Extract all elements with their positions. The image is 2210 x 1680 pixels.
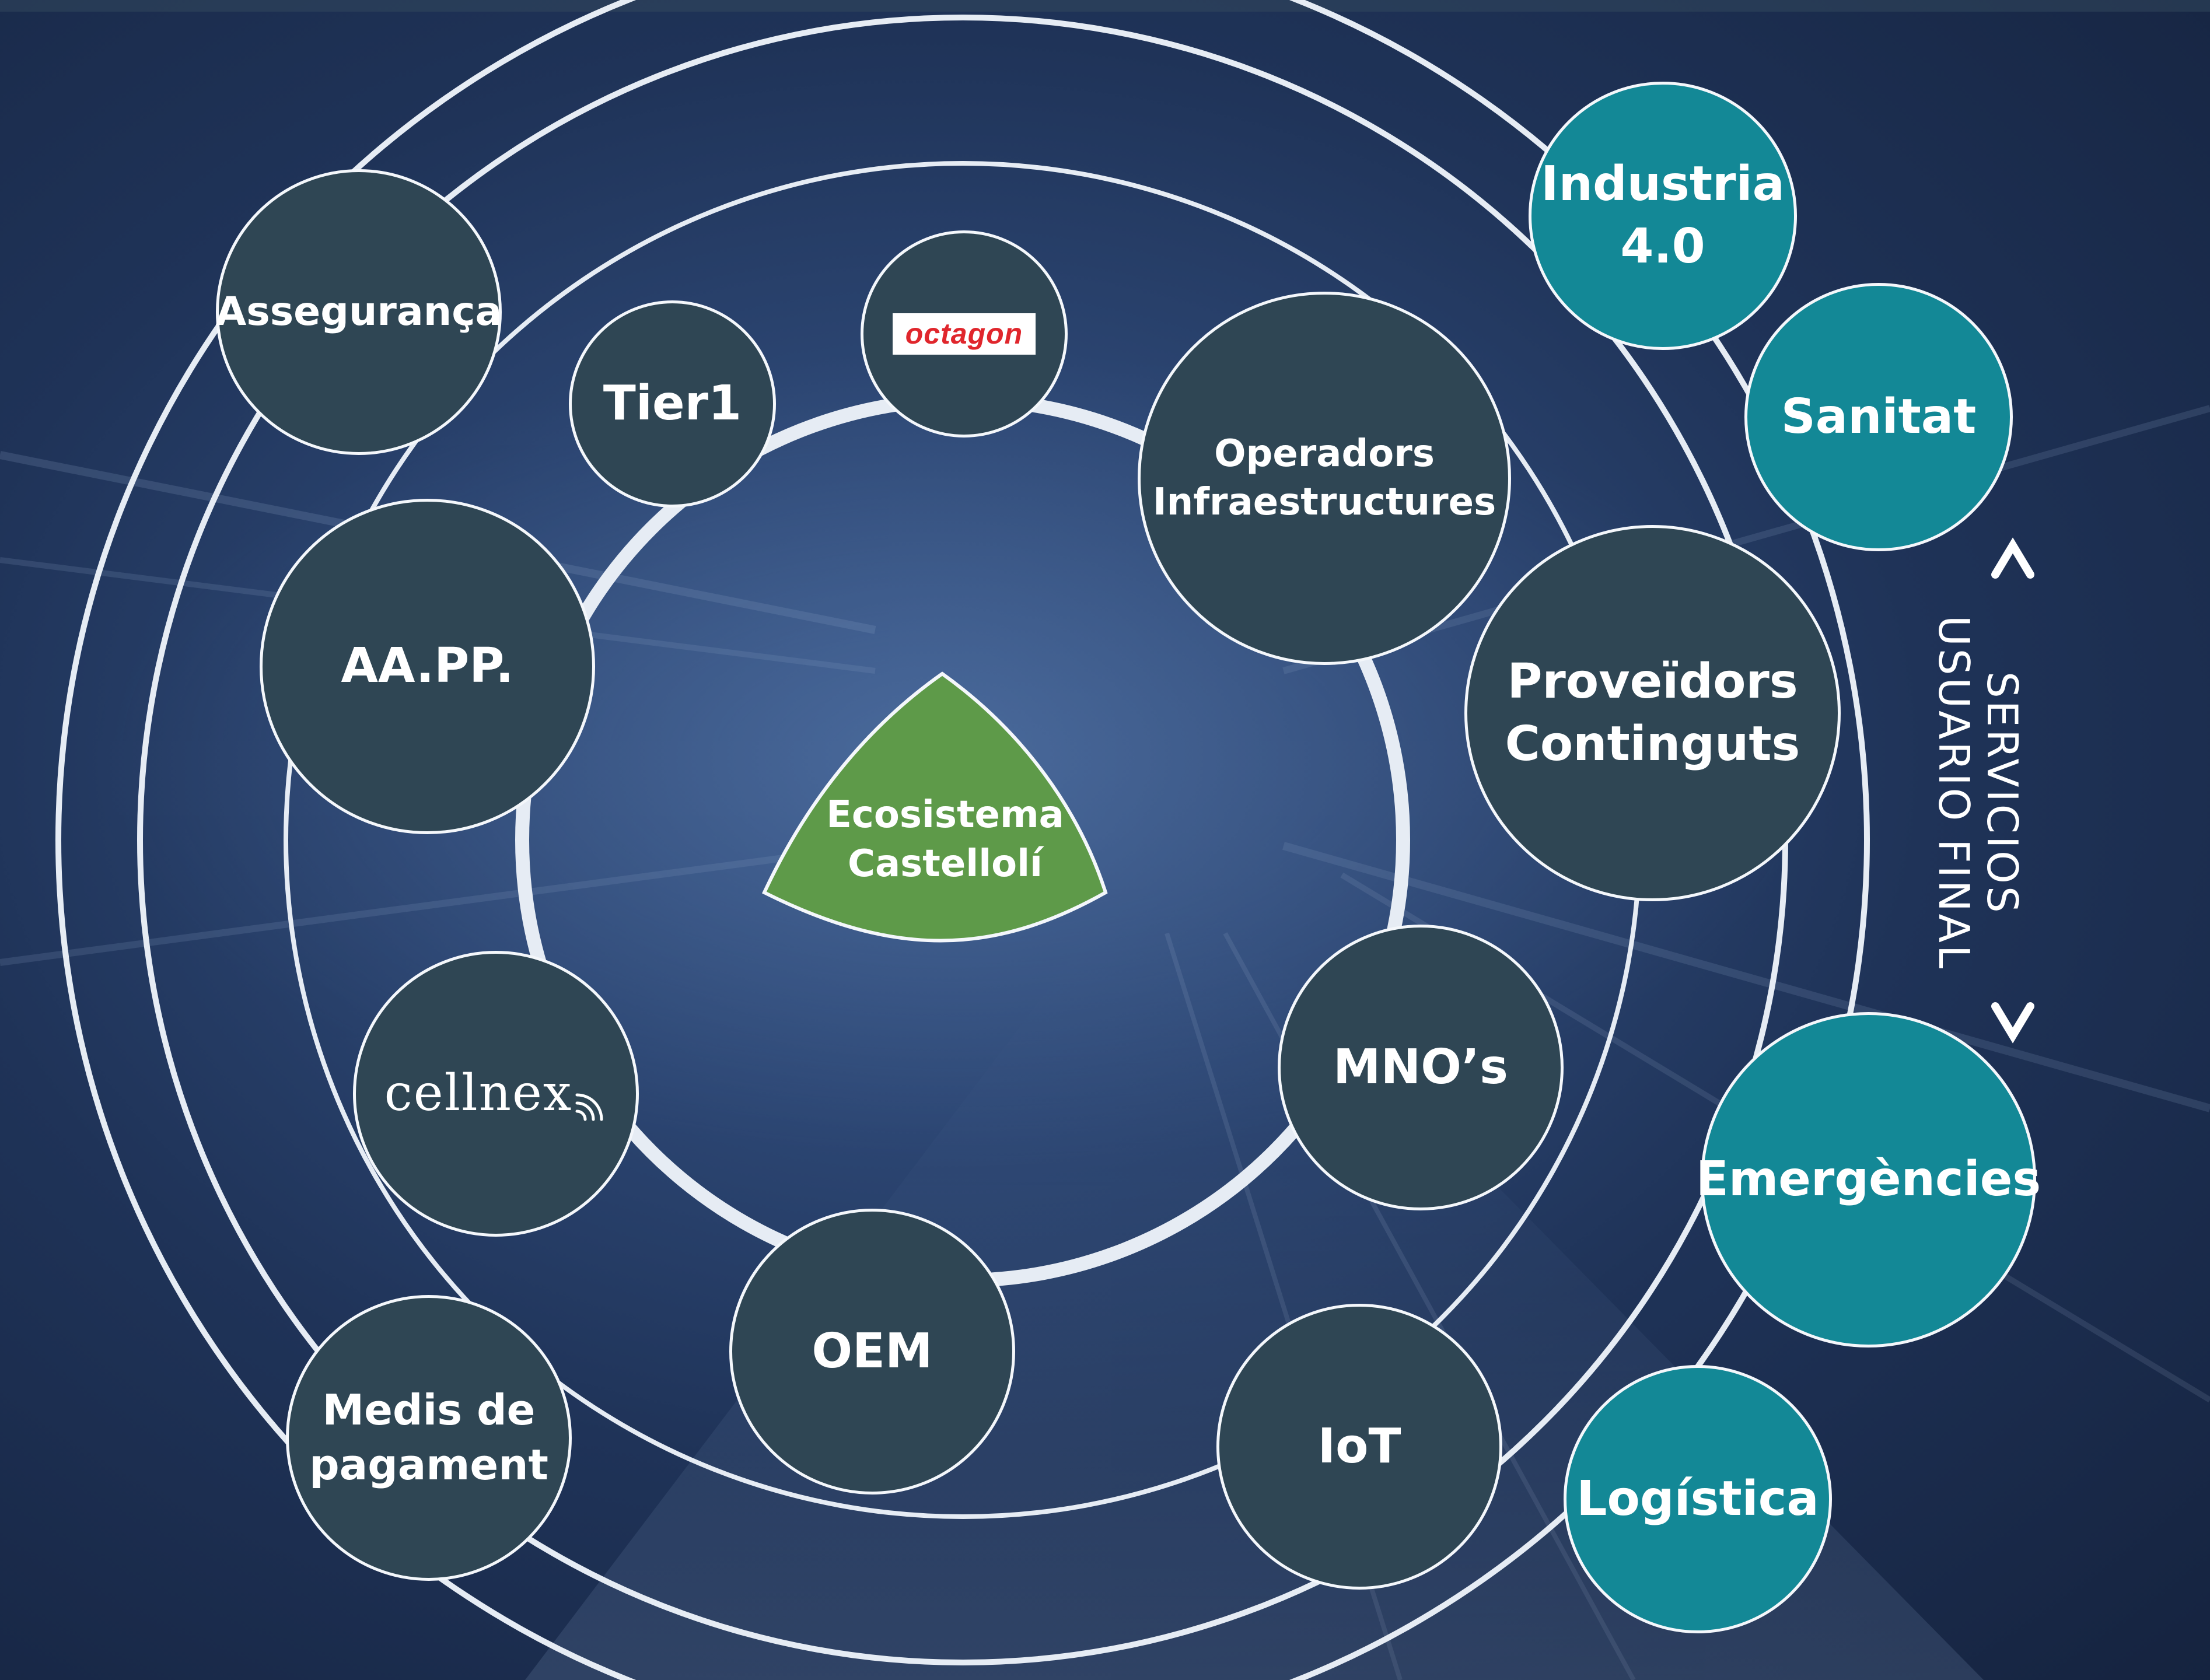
center-triangle — [762, 671, 1108, 943]
node-medis-line2: pagament — [309, 1440, 548, 1489]
node-octagon: octagon — [861, 230, 1068, 438]
side-label-line1: SERVICIOS — [1977, 671, 2027, 915]
node-iot: IoT — [1216, 1304, 1502, 1590]
node-industria-4-0: Industria 4.0 — [1529, 82, 1797, 350]
outermost-ring — [55, 0, 1870, 1680]
node-logistica: Logística — [1564, 1365, 1832, 1633]
node-aapp: AA.PP. — [260, 499, 595, 834]
node-oem: OEM — [729, 1209, 1015, 1494]
side-arrows — [1991, 537, 2034, 1044]
node-industria-line2: 4.0 — [1620, 219, 1705, 274]
node-aapp-label: AA.PP. — [341, 638, 514, 694]
node-cellnex: cellnex — [353, 951, 639, 1237]
octagon-logo: octagon — [892, 313, 1036, 355]
node-proveidors-line2: Continguts — [1505, 716, 1800, 772]
ecosystem-label-line1: Ecosistema — [826, 793, 1064, 836]
node-mnos: MNO’s — [1278, 925, 1564, 1210]
servicios-usuario-final-label: SERVICIOS USUARIO FINAL — [1919, 572, 2036, 1015]
node-mnos-label: MNO’s — [1333, 1039, 1508, 1095]
node-logistica-label: Logística — [1576, 1471, 1819, 1527]
node-tier1: Tier1 — [569, 300, 776, 508]
cellnex-logo: cellnex — [384, 1061, 608, 1126]
node-operadors-line2: Infraestructures — [1152, 481, 1496, 524]
node-medis-line1: Medis de — [322, 1385, 536, 1435]
node-oem-label: OEM — [812, 1323, 933, 1379]
node-emergencies: Emergències — [1696, 1012, 2041, 1348]
node-iot-label: IoT — [1317, 1418, 1401, 1474]
node-industria-line1: Industria — [1541, 156, 1785, 212]
node-tier1-label: Tier1 — [603, 376, 742, 432]
node-proveidors-continguts: Proveïdors Continguts — [1464, 525, 1841, 901]
node-emergencies-label: Emergències — [1695, 1152, 2041, 1208]
node-operadors-line1: Operadors — [1214, 432, 1435, 475]
cellnex-wordmark: cellnex — [384, 1064, 573, 1123]
signal-waves-icon — [575, 1093, 603, 1121]
node-operadors-infraestructures: Operadors Infraestructures — [1138, 292, 1511, 665]
node-proveidors-line1: Proveïdors — [1507, 653, 1798, 709]
node-medis-de-pagament: Medis de pagament — [286, 1295, 572, 1581]
ecosystem-label: Ecosistema Castellolí — [758, 790, 1132, 889]
node-sanitat: Sanitat — [1744, 283, 2013, 551]
node-assegurança-label: Assegurança — [215, 288, 502, 335]
node-sanitat-label: Sanitat — [1781, 388, 1977, 444]
node-assegurança: Assegurança — [216, 169, 502, 455]
ecosystem-label-line2: Castellolí — [848, 842, 1043, 886]
side-label-line2: USUARIO FINAL — [1929, 615, 1978, 971]
